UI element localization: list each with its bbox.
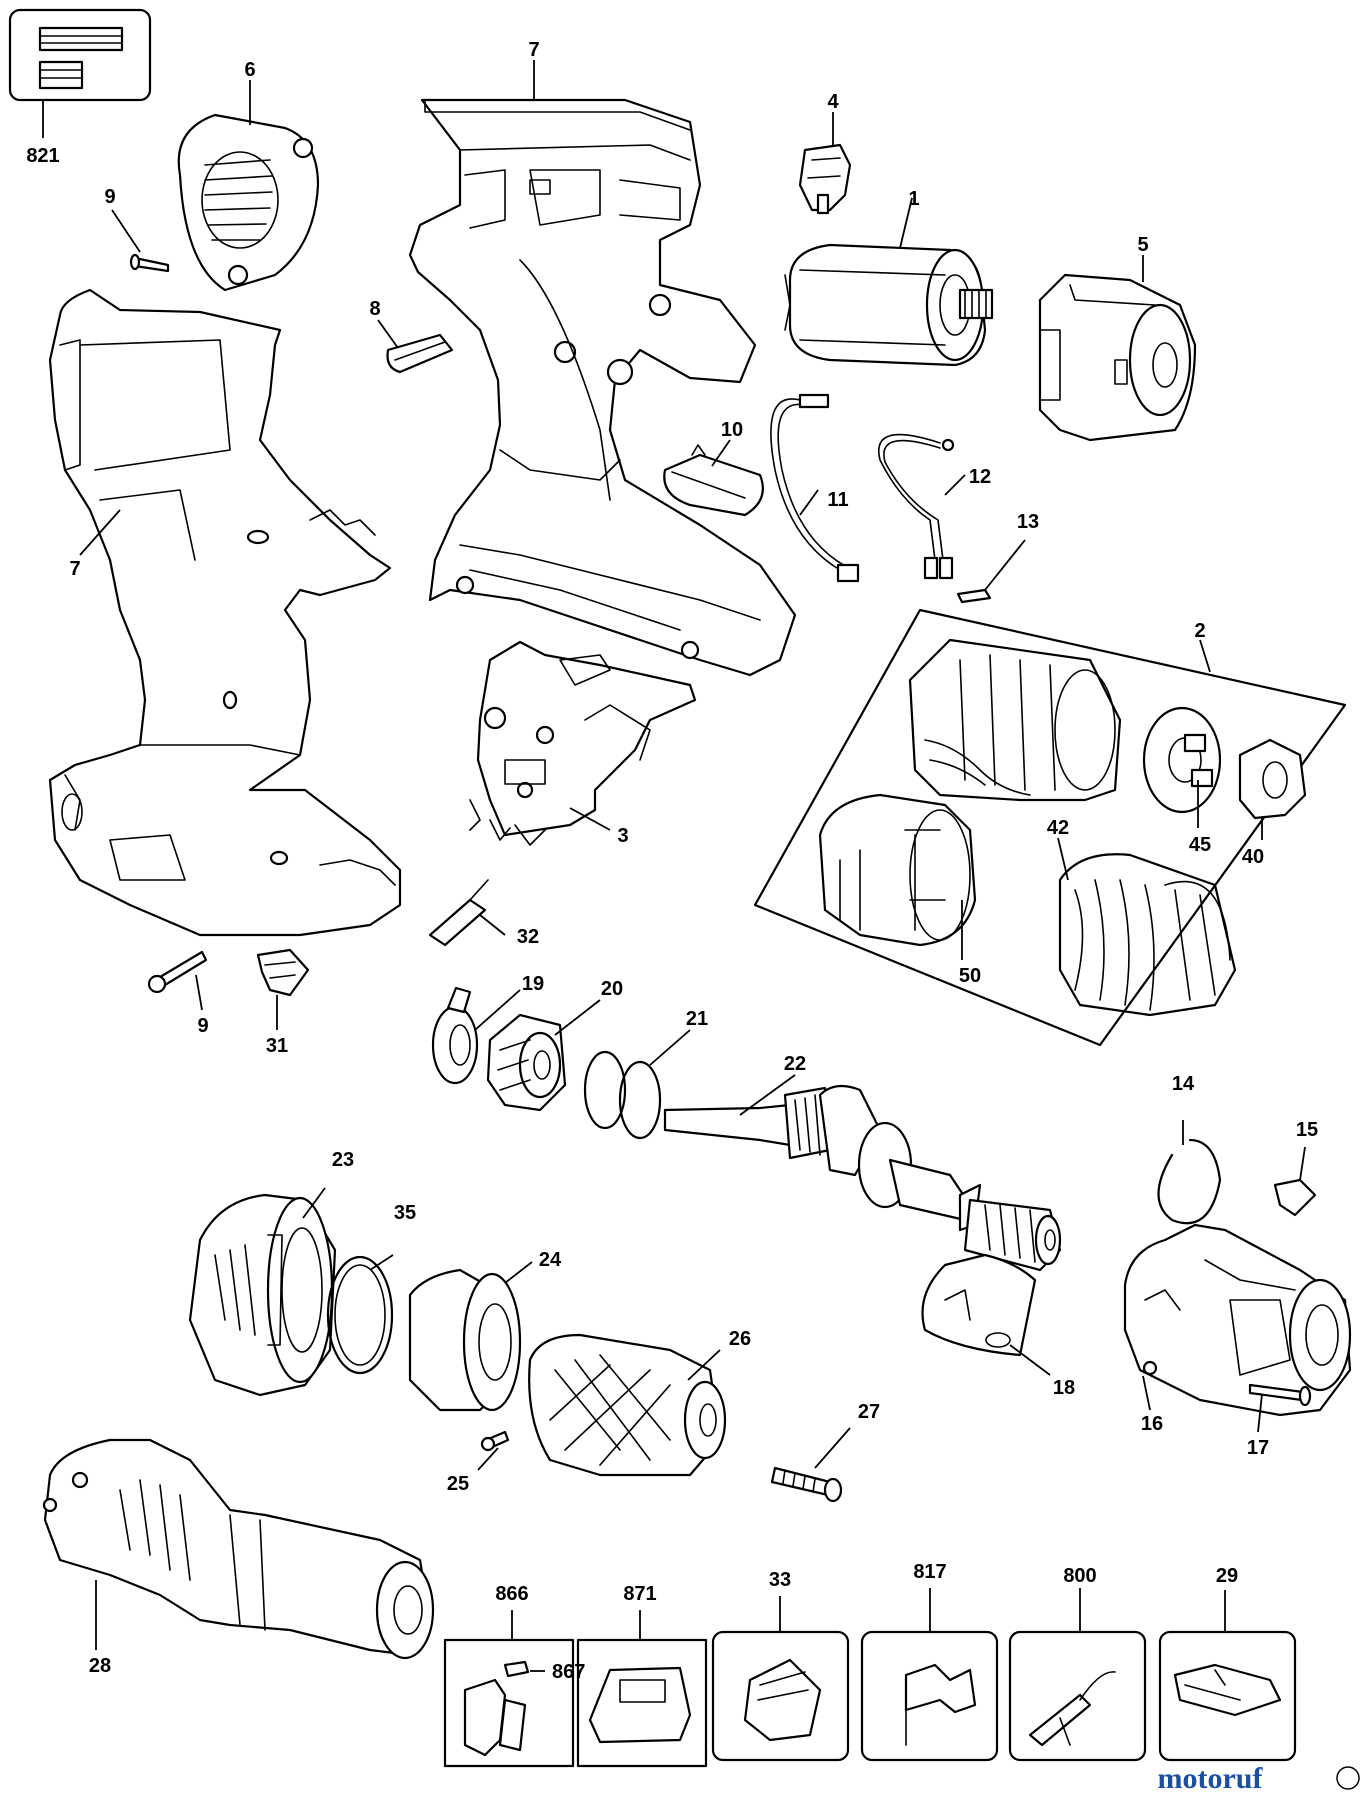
label-9-lower: 9 (197, 1015, 208, 1037)
part-9-screw-upper (111, 209, 170, 273)
label-4: 4 (827, 91, 839, 113)
part-13-strip (956, 539, 1026, 604)
part-821-label-sheet (8, 8, 152, 138)
label-35: 35 (394, 1202, 416, 1224)
label-10: 10 (721, 419, 743, 441)
part-800-tool-box (1008, 1588, 1147, 1762)
label-31: 31 (266, 1035, 288, 1057)
part-40-ring (1238, 738, 1307, 840)
label-8: 8 (369, 298, 380, 320)
part-8-lever (377, 319, 454, 374)
label-21: 21 (686, 1008, 708, 1030)
label-29: 29 (1216, 1565, 1238, 1587)
label-871: 871 (623, 1583, 656, 1605)
label-40: 40 (1242, 846, 1264, 868)
part-18-band (921, 1253, 1051, 1376)
label-26: 26 (729, 1328, 751, 1350)
part-3-switch (469, 640, 697, 846)
part-17-screw (1248, 1383, 1312, 1433)
part-14-ring-clip (1157, 1120, 1222, 1225)
part-21-springs (583, 1029, 691, 1140)
part-29-case-box (1158, 1590, 1297, 1762)
label-12: 12 (969, 466, 991, 488)
part-31-clip (256, 948, 310, 1030)
part-11-wire (770, 393, 860, 583)
label-33: 33 (769, 1569, 791, 1591)
part-24-sleeve (408, 1261, 533, 1412)
label-22: 22 (784, 1053, 806, 1075)
part-23-collar (188, 1187, 337, 1397)
label-2: 2 (1194, 620, 1205, 642)
label-17: 17 (1247, 1437, 1269, 1459)
part-33-bag-box (711, 1596, 850, 1762)
part-45-plate (1142, 706, 1222, 828)
part-871-charger-box (576, 1610, 708, 1768)
part-7-housing-shell (48, 288, 402, 937)
label-11: 11 (827, 489, 848, 511)
part-15-clip (1273, 1146, 1317, 1217)
part-19-washer (431, 986, 521, 1085)
label-1: 1 (908, 188, 919, 210)
part-42-spring-cage (1057, 837, 1237, 1017)
label-16: 16 (1141, 1413, 1163, 1435)
part-27-screw (770, 1427, 851, 1503)
part-817-manual-box (860, 1588, 999, 1762)
label-32: 32 (517, 926, 539, 948)
part-26-chuck (528, 1333, 727, 1477)
part-16-front-housing (1123, 1223, 1352, 1417)
label-19: 19 (522, 973, 544, 995)
label-7-upper: 7 (528, 39, 539, 61)
label-27: 27 (858, 1401, 880, 1423)
part-32-brush (428, 879, 506, 947)
watermark-badge-icon (1336, 1766, 1360, 1790)
label-6: 6 (244, 59, 255, 81)
label-817: 817 (913, 1561, 946, 1583)
label-9-upper: 9 (104, 186, 115, 208)
label-7-lower: 7 (69, 558, 80, 580)
label-18: 18 (1053, 1377, 1075, 1399)
label-42: 42 (1047, 817, 1069, 839)
label-45: 45 (1189, 834, 1211, 856)
part-6-end-cap (177, 80, 320, 292)
label-28: 28 (89, 1655, 111, 1677)
part-5-gear-housing (1038, 255, 1197, 442)
label-14: 14 (1172, 1073, 1195, 1095)
part-4-contact (798, 112, 852, 215)
label-24: 24 (539, 1249, 562, 1271)
label-5: 5 (1137, 234, 1148, 256)
watermark-logo: motoruf (1158, 1762, 1264, 1795)
part-9-screw-lower (147, 950, 208, 1011)
part-12-wire (878, 433, 966, 580)
label-13: 13 (1017, 511, 1039, 533)
label-866: 866 (495, 1583, 528, 1605)
part-20-carrier (486, 999, 601, 1112)
part-50-cage (818, 793, 977, 960)
part-10-switch-cover (663, 439, 764, 517)
label-800: 800 (1063, 1565, 1096, 1587)
label-23: 23 (332, 1149, 354, 1171)
part-25-screw (477, 1430, 510, 1471)
label-3: 3 (617, 825, 628, 847)
label-821: 821 (26, 145, 59, 167)
part-7-housing-half-detail (408, 60, 797, 677)
part-2-gear-case (908, 638, 1122, 802)
label-15: 15 (1296, 1119, 1318, 1141)
label-20: 20 (601, 978, 623, 1000)
label-50: 50 (959, 965, 981, 987)
part-1-motor (784, 197, 994, 367)
part-2-assembly-frame (753, 608, 1347, 1047)
part-28-nose-assembly (42, 1438, 435, 1660)
label-25: 25 (447, 1473, 469, 1495)
part-22-spindle (663, 1074, 1062, 1272)
part-35-o-ring (326, 1254, 394, 1375)
label-867: 867 (552, 1661, 585, 1683)
part-866-battery-box (443, 1610, 575, 1768)
